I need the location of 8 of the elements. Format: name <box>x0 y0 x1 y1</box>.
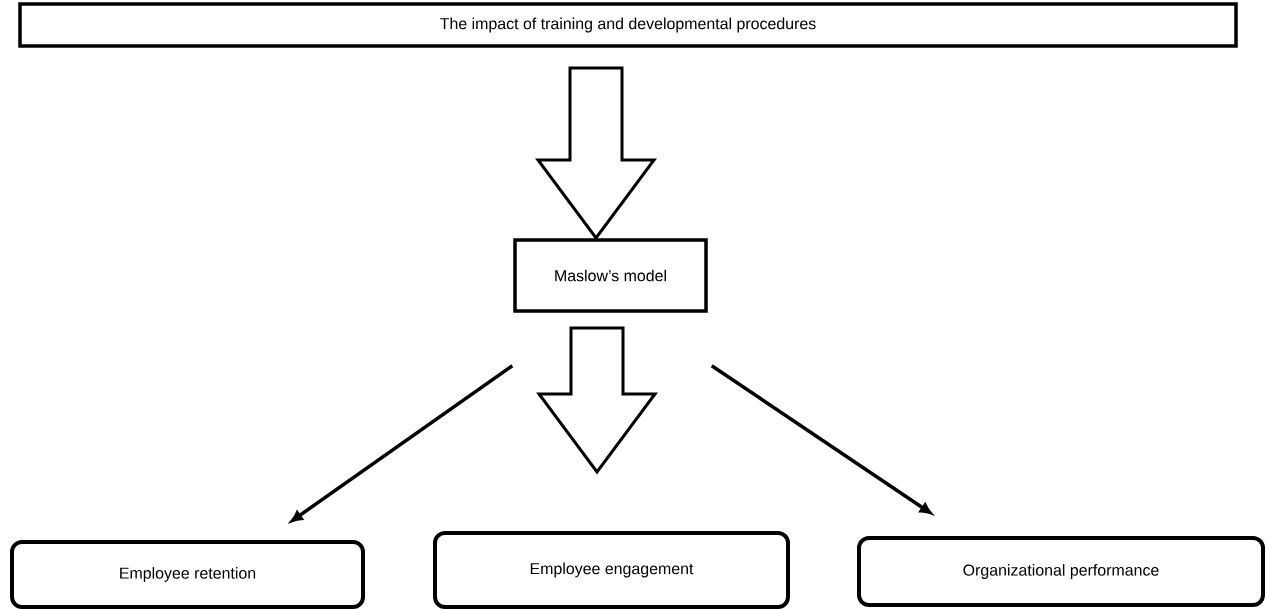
outcome-box: Employee retention <box>10 540 365 609</box>
model-box: Maslow’s model <box>513 238 708 313</box>
outcome-box: Organizational performance <box>857 536 1265 607</box>
block-arrow <box>536 326 658 475</box>
arrow <box>290 364 514 523</box>
title-box: The impact of training and developmental procedures <box>18 2 1238 48</box>
outcome-box: Employee engagement <box>433 531 790 609</box>
block-arrow <box>535 66 657 241</box>
